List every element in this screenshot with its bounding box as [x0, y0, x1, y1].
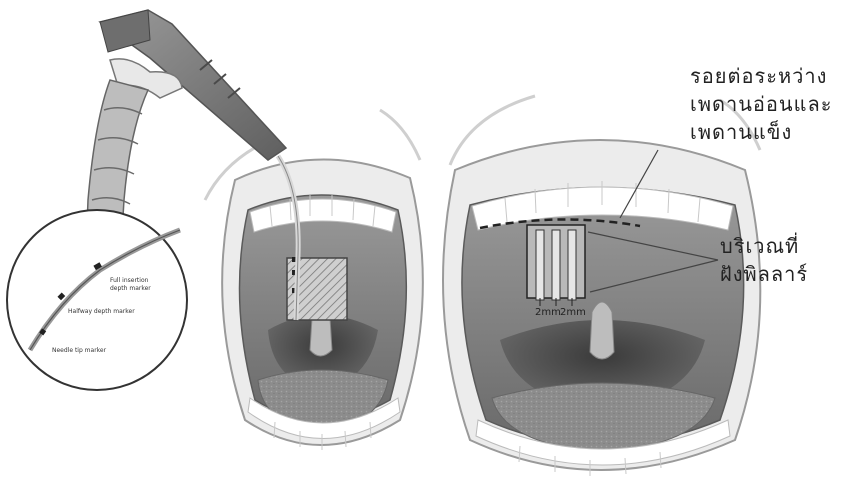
palate-junction-label-line-2: เพดานอ่อนและ [690, 90, 833, 118]
full-insertion-label-1: Full insertion [110, 277, 149, 284]
left-mouth [205, 110, 423, 450]
halfway-depth-label: Halfway depth marker [68, 308, 135, 315]
palate-junction-label-line-1: รอยต่อระหว่าง [690, 62, 833, 90]
full-insertion-label-2: depth marker [110, 285, 151, 292]
spacing-label-left: 2mm [535, 307, 561, 318]
implant-area-label-line-2: ฝังพิลลาร์ [720, 260, 808, 288]
implant-area-label-line-1: บริเวณที่ [720, 232, 808, 260]
needle-tip-label: Needle tip marker [52, 347, 107, 354]
implant-area-label: บริเวณที่ ฝังพิลลาร์ [720, 232, 808, 288]
palate-junction-label: รอยต่อระหว่าง เพดานอ่อนและ เพดานแข็ง [690, 62, 833, 146]
needle-detail-inset: Full insertion depth marker Halfway dept… [7, 210, 187, 390]
right-mouth: 2mm 2mm [443, 96, 760, 476]
spacing-label-right: 2mm [560, 307, 586, 318]
palate-junction-label-line-3: เพดานแข็ง [690, 118, 833, 146]
